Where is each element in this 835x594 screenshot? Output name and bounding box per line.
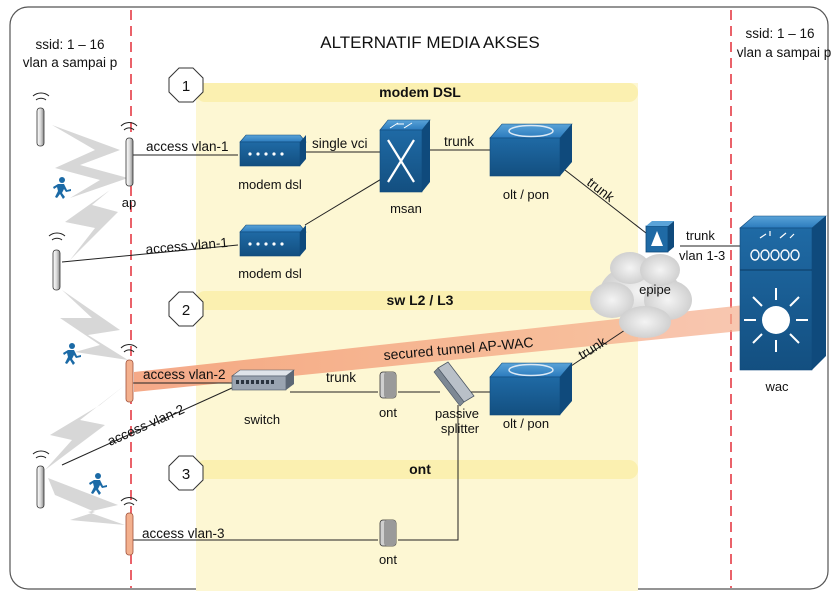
- splitter-label-line1: passive: [435, 406, 479, 421]
- ap-label: ap: [122, 195, 136, 210]
- olt-pon-2: [489, 362, 573, 416]
- access-point-icon: [120, 344, 138, 403]
- ont2-label: ont: [379, 552, 397, 567]
- access-switch: [231, 369, 295, 391]
- msan-switch: [379, 119, 431, 193]
- epipe-device: [645, 221, 674, 253]
- link-label-trunk-switch-ont: trunk: [326, 370, 356, 385]
- section-badge-3: 3: [168, 455, 204, 491]
- right-note-line2: vlan a sampai p: [737, 45, 832, 60]
- antenna-icon: [32, 450, 50, 509]
- passive-splitter: [433, 361, 475, 407]
- link-label-vlan1-a: access vlan-1: [146, 139, 229, 154]
- link-splitter-ont2: [398, 405, 459, 541]
- section-number-3: 3: [182, 466, 190, 483]
- access-point-icon: [120, 497, 138, 556]
- running-person-icon: [89, 473, 107, 495]
- section-header-1: [196, 83, 638, 102]
- epipe-cloud: [590, 252, 692, 338]
- antenna-icon: [48, 232, 66, 291]
- users: [53, 177, 107, 495]
- running-person-icon: [53, 177, 71, 199]
- link-olt1-epipe: [564, 169, 647, 234]
- modem-dsl-2: [239, 224, 307, 257]
- left-note-line1: ssid: 1 – 16: [35, 37, 104, 52]
- link-ap2-modem2: [61, 244, 239, 263]
- section-label-3: ont: [409, 461, 431, 477]
- link-label-vlan-1-3: vlan 1-3: [679, 248, 725, 263]
- section-number-2: 2: [182, 302, 190, 319]
- section-label-1: modem DSL: [379, 84, 461, 100]
- wireless-signal: [65, 175, 128, 260]
- splitter-label-line2: splitter: [441, 421, 480, 436]
- link-ap4-switch: [61, 387, 233, 466]
- wireless-signal: [45, 385, 125, 470]
- link-label-vlan3: access vlan-3: [142, 526, 225, 541]
- modem2-label: modem dsl: [238, 266, 302, 281]
- section-badge-1: 1: [168, 67, 204, 103]
- section-badge-2: 2: [168, 291, 204, 327]
- olt1-label: olt / pon: [503, 187, 549, 202]
- ont-1: [379, 371, 397, 399]
- access-points: [120, 122, 138, 556]
- connections: [61, 149, 740, 541]
- wac-controller: [739, 215, 827, 371]
- left-note-line2: vlan a sampai p: [23, 55, 118, 70]
- antenna-icon: [32, 92, 50, 147]
- olt-pon-1: [489, 123, 573, 177]
- section-label-2: sw L2 / L3: [387, 292, 454, 308]
- link-label-vlan2-a: access vlan-2: [143, 367, 226, 382]
- link-modem2-msan: [304, 174, 389, 226]
- olt2-label: olt / pon: [503, 416, 549, 431]
- link-label-trunk-epipe-wac: trunk: [686, 228, 715, 243]
- section-header-2: [196, 291, 638, 310]
- msan-label: msan: [390, 201, 422, 216]
- link-label-vlan1-b: access vlan-1: [145, 235, 229, 257]
- running-person-icon: [63, 343, 81, 365]
- wireless-signals: [45, 125, 128, 525]
- ont1-label: ont: [379, 405, 397, 420]
- section-number-1: 1: [182, 78, 190, 95]
- wireless-signal: [60, 290, 128, 360]
- link-label-vlan2-b: access vlan-2: [105, 401, 187, 448]
- switch-label: switch: [244, 412, 280, 427]
- wac-label: wac: [764, 379, 789, 394]
- link-label-trunk-msan-olt: trunk: [444, 134, 474, 149]
- wireless-signal: [48, 478, 125, 525]
- access-point-icon: [120, 122, 138, 187]
- outdoor-antennas: [32, 92, 66, 509]
- link-label-single-vci: single vci: [312, 136, 368, 151]
- modem1-label: modem dsl: [238, 177, 302, 192]
- ont-2: [379, 519, 397, 547]
- diagram-title: ALTERNATIF MEDIA AKSES: [320, 33, 539, 52]
- epipe-label: epipe: [639, 282, 671, 297]
- wireless-signal: [52, 125, 128, 198]
- right-note-line1: ssid: 1 – 16: [745, 26, 814, 41]
- section-header-3: [196, 460, 638, 479]
- modem-dsl-1: [239, 134, 307, 167]
